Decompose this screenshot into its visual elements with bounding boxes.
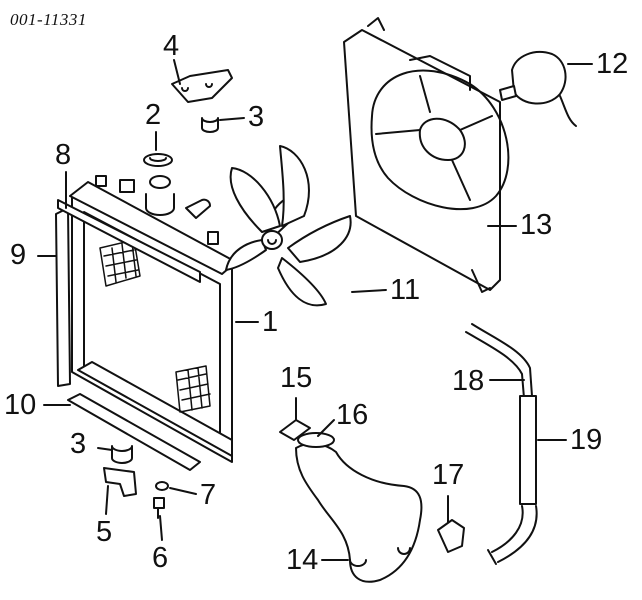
- callout-12: 12: [596, 48, 629, 80]
- leader-lines: [37, 59, 593, 561]
- fan-shroud-13: [343, 17, 510, 293]
- callout-5: 5: [96, 516, 113, 548]
- fan-motor-12: [499, 51, 577, 127]
- tank-cap-15: [279, 419, 311, 441]
- leader-3a: [219, 117, 245, 121]
- seal-ring-16: [297, 432, 335, 448]
- clip-17: [437, 519, 465, 553]
- callout-4: 4: [163, 30, 180, 62]
- callout-17: 17: [432, 459, 465, 491]
- callout-13: 13: [520, 209, 553, 241]
- leader-11: [351, 289, 387, 293]
- bolt-6: [153, 497, 165, 519]
- side-seal-8: [57, 199, 201, 283]
- callout-3-lower: 3: [70, 428, 87, 460]
- leader-3b: [97, 447, 113, 451]
- bracket-4: [171, 69, 233, 103]
- radiator-cap-2: [143, 153, 173, 167]
- cushion-3-upper: [201, 117, 219, 133]
- callout-16: 16: [336, 399, 369, 431]
- callout-19: 19: [570, 424, 603, 456]
- callout-8: 8: [55, 139, 72, 171]
- lower-seal-10: [67, 393, 201, 471]
- callout-14: 14: [286, 544, 319, 576]
- callout-18: 18: [452, 365, 485, 397]
- callout-1: 1: [262, 306, 279, 338]
- callout-15: 15: [280, 362, 313, 394]
- callout-6: 6: [152, 542, 169, 574]
- leader-16: [317, 419, 335, 437]
- bracket-5: [103, 467, 137, 497]
- side-seal-9: [55, 207, 71, 387]
- callout-2: 2: [145, 99, 162, 131]
- reservoir-tank-14: [295, 442, 423, 583]
- leader-4: [173, 59, 181, 85]
- leader-6: [159, 515, 163, 541]
- callout-10: 10: [4, 389, 37, 421]
- cushion-3-lower: [111, 445, 133, 464]
- fan-blade-11: [225, 145, 352, 307]
- leader-7: [169, 487, 197, 495]
- callout-9: 9: [10, 239, 27, 271]
- overflow-hose-18: [465, 323, 533, 399]
- leader-5: [105, 485, 109, 515]
- callout-3-upper: 3: [248, 101, 265, 133]
- reference-code: 001-11331: [10, 10, 87, 29]
- hose-19: [487, 395, 538, 565]
- grommet-7: [155, 481, 169, 491]
- callout-11: 11: [390, 274, 421, 306]
- callout-7: 7: [200, 479, 217, 511]
